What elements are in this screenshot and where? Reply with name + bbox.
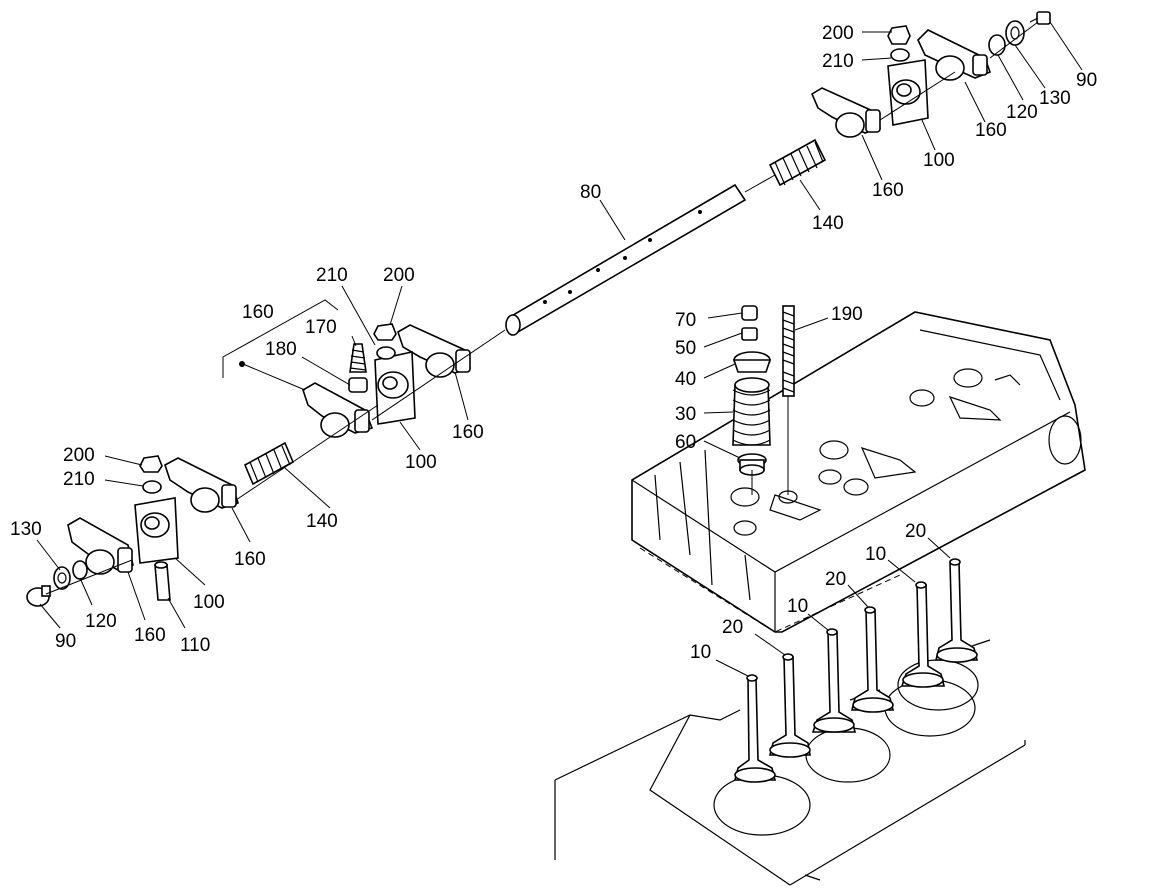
rocker-group-lower-left — [26, 455, 240, 607]
spring-washer-120-ur — [988, 34, 1006, 56]
label-130-ll: 130 — [10, 519, 42, 540]
valve-20-rear — [934, 558, 979, 663]
label-160-bracket: 160 — [242, 302, 274, 323]
label-20-middle: 20 — [825, 569, 846, 590]
label-10-middle: 10 — [787, 596, 808, 617]
label-200-ur: 200 — [822, 23, 854, 44]
valve-spring — [732, 377, 771, 446]
rocker-group-middle — [239, 323, 471, 438]
label-100-mid: 100 — [405, 452, 437, 473]
label-210-ur: 210 — [822, 51, 854, 72]
washer-210-ll — [142, 480, 162, 494]
washer-210-mid — [376, 346, 396, 360]
label-100-ur: 100 — [923, 150, 955, 171]
label-200-mid: 200 — [383, 265, 415, 286]
bolt-90-ll — [26, 585, 51, 607]
rocker-arm-160-ll-back — [164, 457, 240, 513]
label-20-front: 20 — [722, 617, 743, 638]
label-160-ll-front: 160 — [134, 625, 166, 646]
part-labels: 200 210 90 130 120 160 100 160 140 80 21… — [10, 23, 1097, 663]
assembly-lines — [45, 21, 1039, 595]
valve-10-rear — [900, 581, 946, 688]
label-160-ur-back: 160 — [975, 120, 1007, 141]
label-170: 170 — [305, 317, 337, 338]
stud-bolt — [782, 305, 795, 495]
label-100-ll: 100 — [193, 592, 225, 613]
plug-130-ll — [53, 566, 71, 590]
label-140-upper: 140 — [812, 213, 844, 234]
label-80: 80 — [580, 182, 601, 203]
label-120-ur: 120 — [1006, 102, 1038, 123]
label-180: 180 — [265, 339, 297, 360]
rocker-group-upper-right — [810, 11, 1051, 138]
nut-200-ll — [139, 455, 163, 473]
valve-10-front — [733, 674, 777, 783]
valve-20-middle — [850, 606, 895, 713]
label-50: 50 — [675, 338, 696, 359]
shaft-spring-upper — [768, 138, 827, 187]
pin-110 — [154, 561, 171, 601]
rocker-bracket-100-mid — [374, 351, 416, 425]
rocker-shaft — [505, 174, 776, 336]
rocker-arm-160-ur-front — [810, 87, 881, 138]
label-90-ur: 90 — [1076, 70, 1097, 91]
label-140-lower: 140 — [306, 511, 338, 532]
leader-lines — [36, 21, 1083, 677]
label-20-rear: 20 — [905, 521, 926, 542]
label-10-rear: 10 — [865, 544, 886, 565]
adjust-screw-170 — [349, 343, 367, 373]
rocker-bracket-100-ll — [134, 497, 179, 564]
rocker-arm-160-ur-back — [917, 29, 992, 81]
label-160-ll-back: 160 — [234, 549, 266, 570]
label-130-ur: 130 — [1039, 88, 1071, 109]
label-160-mid: 160 — [452, 422, 484, 443]
rocker-arm-160-ll-front — [67, 517, 134, 575]
plug-160-pin — [239, 361, 245, 367]
cylinder-head — [631, 311, 1086, 633]
nut-200-mid — [373, 323, 397, 341]
label-40: 40 — [675, 369, 696, 390]
label-160-ur-front: 160 — [872, 180, 904, 201]
group-bracket-160 — [222, 299, 339, 378]
label-200-ll: 200 — [63, 445, 95, 466]
label-190: 190 — [831, 304, 863, 325]
label-110: 110 — [180, 635, 210, 656]
rocker-bracket-100-ur — [887, 59, 929, 126]
label-10-front: 10 — [690, 642, 711, 663]
spring-washer-120-ll — [72, 560, 88, 580]
plug-130-ur — [1005, 20, 1025, 46]
label-60: 60 — [675, 432, 696, 453]
valves — [733, 558, 979, 783]
nut-180 — [348, 377, 368, 393]
valve-10-middle — [811, 628, 857, 733]
label-210-mid: 210 — [316, 265, 348, 286]
label-90-ll: 90 — [55, 631, 76, 652]
bolt-90-ur — [1029, 11, 1051, 25]
label-210-ll: 210 — [63, 469, 95, 490]
label-70: 70 — [675, 310, 696, 331]
washer-210-ur — [890, 48, 910, 62]
valve-20-front — [768, 653, 811, 758]
label-30: 30 — [675, 404, 696, 425]
valve-spring-stack — [732, 305, 772, 476]
label-120-ll: 120 — [85, 611, 117, 632]
nut-200-ur — [887, 25, 911, 45]
